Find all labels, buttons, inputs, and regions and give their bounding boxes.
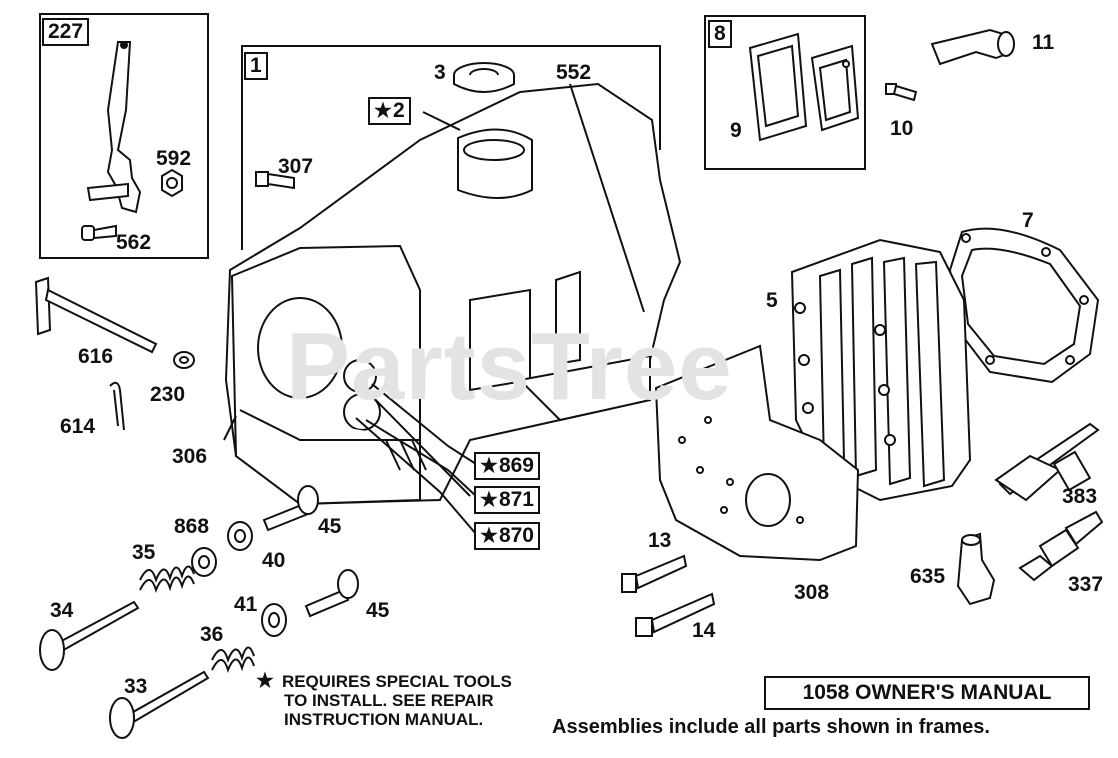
breather-tube-11-drawing xyxy=(930,28,1015,66)
star-icon: ★ xyxy=(480,455,498,477)
retainer-40-drawing xyxy=(191,547,217,577)
part-label-552[interactable]: 552 xyxy=(556,61,592,84)
frame-1-border xyxy=(241,45,661,250)
part-2-number: 2 xyxy=(392,99,405,122)
oil-seal-3-drawing xyxy=(453,62,515,93)
nut-592-drawing xyxy=(161,168,183,198)
part-label-870[interactable]: ★870 xyxy=(474,522,540,550)
assemblies-note: Assemblies include all parts shown in fr… xyxy=(552,716,990,738)
part-label-635[interactable]: 635 xyxy=(910,565,946,588)
frame-8-number: 8 xyxy=(714,22,726,45)
part-869-number: 869 xyxy=(498,454,534,477)
governor-lever-drawing xyxy=(86,41,142,214)
part-label-2[interactable]: ★2 xyxy=(368,97,411,125)
bolt-307-drawing xyxy=(255,171,295,190)
part-label-868[interactable]: 868 xyxy=(174,515,210,538)
note-line-1: ★ REQUIRES SPECIAL TOOLS xyxy=(256,670,512,692)
part-label-9[interactable]: 9 xyxy=(730,119,742,142)
part-label-7[interactable]: 7 xyxy=(1022,209,1034,232)
bolt-13-drawing xyxy=(621,554,688,593)
valve-spring-36-drawing xyxy=(211,646,255,674)
part-label-383[interactable]: 383 xyxy=(1062,485,1098,508)
frame-1-number: 1 xyxy=(250,54,262,77)
part-label-869[interactable]: ★869 xyxy=(474,452,540,480)
star-icon: ★ xyxy=(480,525,498,547)
part-871-number: 871 xyxy=(498,488,534,511)
part-label-34[interactable]: 34 xyxy=(50,599,74,622)
cylinder-block-drawing xyxy=(224,82,682,506)
hair-pin-614-drawing xyxy=(109,381,125,431)
exhaust-valve-34-drawing xyxy=(39,600,140,671)
part-label-592[interactable]: 592 xyxy=(156,147,192,170)
part-label-308[interactable]: 308 xyxy=(794,581,830,604)
valve-guide-45a-drawing xyxy=(262,485,319,532)
part-label-614[interactable]: 614 xyxy=(60,415,96,438)
frame-label-8[interactable]: 8 xyxy=(708,20,732,48)
head-gasket-7-drawing xyxy=(948,227,1100,384)
screw-10-drawing xyxy=(885,83,918,102)
part-label-307[interactable]: 307 xyxy=(278,155,314,178)
note-line-1-text: REQUIRES SPECIAL TOOLS xyxy=(281,672,512,691)
intake-valve-33-drawing xyxy=(109,670,210,739)
part-label-3[interactable]: 3 xyxy=(434,61,446,84)
part-label-45-lower[interactable]: 45 xyxy=(366,599,390,622)
washer-230-drawing xyxy=(173,351,195,369)
leader-lines xyxy=(223,83,645,535)
part-label-337[interactable]: 337 xyxy=(1068,573,1104,596)
ground-wire-383-drawing xyxy=(994,422,1100,502)
frame-label-1[interactable]: 1 xyxy=(244,52,268,80)
part-label-306[interactable]: 306 xyxy=(172,445,208,468)
note-line-2: TO INSTALL. SEE REPAIR xyxy=(284,691,494,710)
bolt-14-drawing xyxy=(635,592,716,637)
star-icon: ★ xyxy=(480,489,498,511)
frame-8-border xyxy=(704,15,866,170)
part-label-14[interactable]: 14 xyxy=(692,619,716,642)
breather-cover-9-drawing xyxy=(810,44,860,132)
breather-gasket-9-drawing xyxy=(748,32,808,142)
part-label-13[interactable]: 13 xyxy=(648,529,672,552)
valve-guide-45b-drawing xyxy=(304,569,359,618)
valve-spring-35-drawing xyxy=(139,565,195,594)
part-label-45-upper[interactable]: 45 xyxy=(318,515,342,538)
air-baffle-308-drawing xyxy=(654,344,860,562)
frame-227-border xyxy=(39,13,209,259)
special-tools-note: ★ REQUIRES SPECIAL TOOLS TO INSTALL. SEE … xyxy=(256,670,512,729)
frame-227-number: 227 xyxy=(48,20,84,43)
star-icon: ★ xyxy=(256,670,274,692)
note-line-3: INSTRUCTION MANUAL. xyxy=(284,710,484,729)
cylinder-head-5-drawing xyxy=(790,238,972,502)
part-label-35[interactable]: 35 xyxy=(132,541,156,564)
watermark: PartsTree xyxy=(286,313,733,420)
spark-plug-337-drawing xyxy=(1018,510,1104,582)
valve-seal-868-drawing xyxy=(227,521,253,551)
part-label-33[interactable]: 33 xyxy=(124,675,148,698)
retainer-41-drawing xyxy=(261,603,287,637)
part-870-number: 870 xyxy=(498,524,534,547)
owners-manual-label[interactable]: 1058 OWNER'S MANUAL xyxy=(764,676,1090,710)
governor-shaft-616-drawing xyxy=(34,276,158,354)
plug-boot-635-drawing xyxy=(956,532,996,606)
part-label-562[interactable]: 562 xyxy=(116,231,152,254)
frame-label-227[interactable]: 227 xyxy=(42,18,90,46)
part-label-230[interactable]: 230 xyxy=(150,383,186,406)
part-label-40[interactable]: 40 xyxy=(262,549,286,572)
part-label-41[interactable]: 41 xyxy=(234,593,258,616)
part-label-36[interactable]: 36 xyxy=(200,623,224,646)
star-icon: ★ xyxy=(374,100,392,122)
screw-562-drawing xyxy=(81,224,117,241)
part-label-871[interactable]: ★871 xyxy=(474,486,540,514)
part-label-5[interactable]: 5 xyxy=(766,289,778,312)
part-label-616[interactable]: 616 xyxy=(78,345,114,368)
part-label-11[interactable]: 11 xyxy=(1032,31,1055,54)
part-label-10[interactable]: 10 xyxy=(890,117,914,140)
